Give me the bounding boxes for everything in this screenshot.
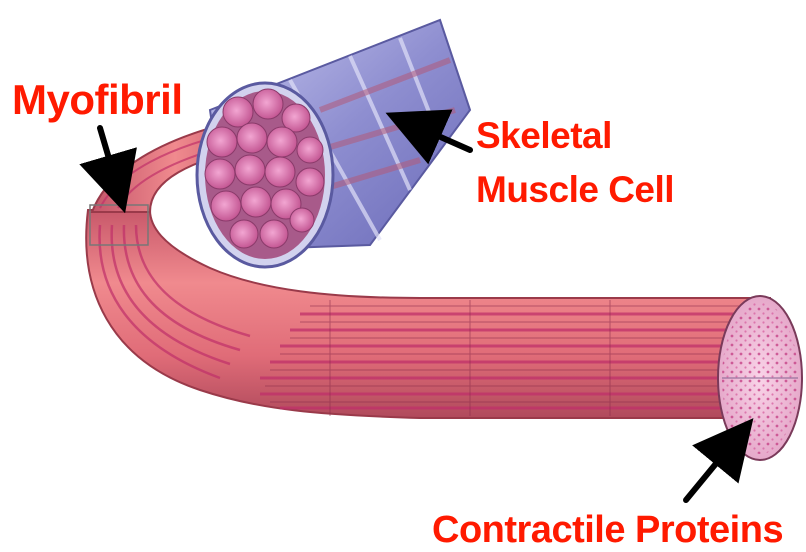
- contractile-proteins-arrow: [686, 432, 742, 500]
- muscle-fiber: [86, 210, 802, 460]
- skeletal-muscle-cell: [197, 20, 470, 267]
- myofibril-label: Myofibril: [12, 78, 183, 122]
- contractile-proteins-label: Contractile Proteins: [432, 510, 783, 550]
- skeletal-muscle-cell-label-line2: Muscle Cell: [476, 170, 674, 210]
- skeletal-muscle-cell-label-line1: Skeletal: [476, 116, 612, 156]
